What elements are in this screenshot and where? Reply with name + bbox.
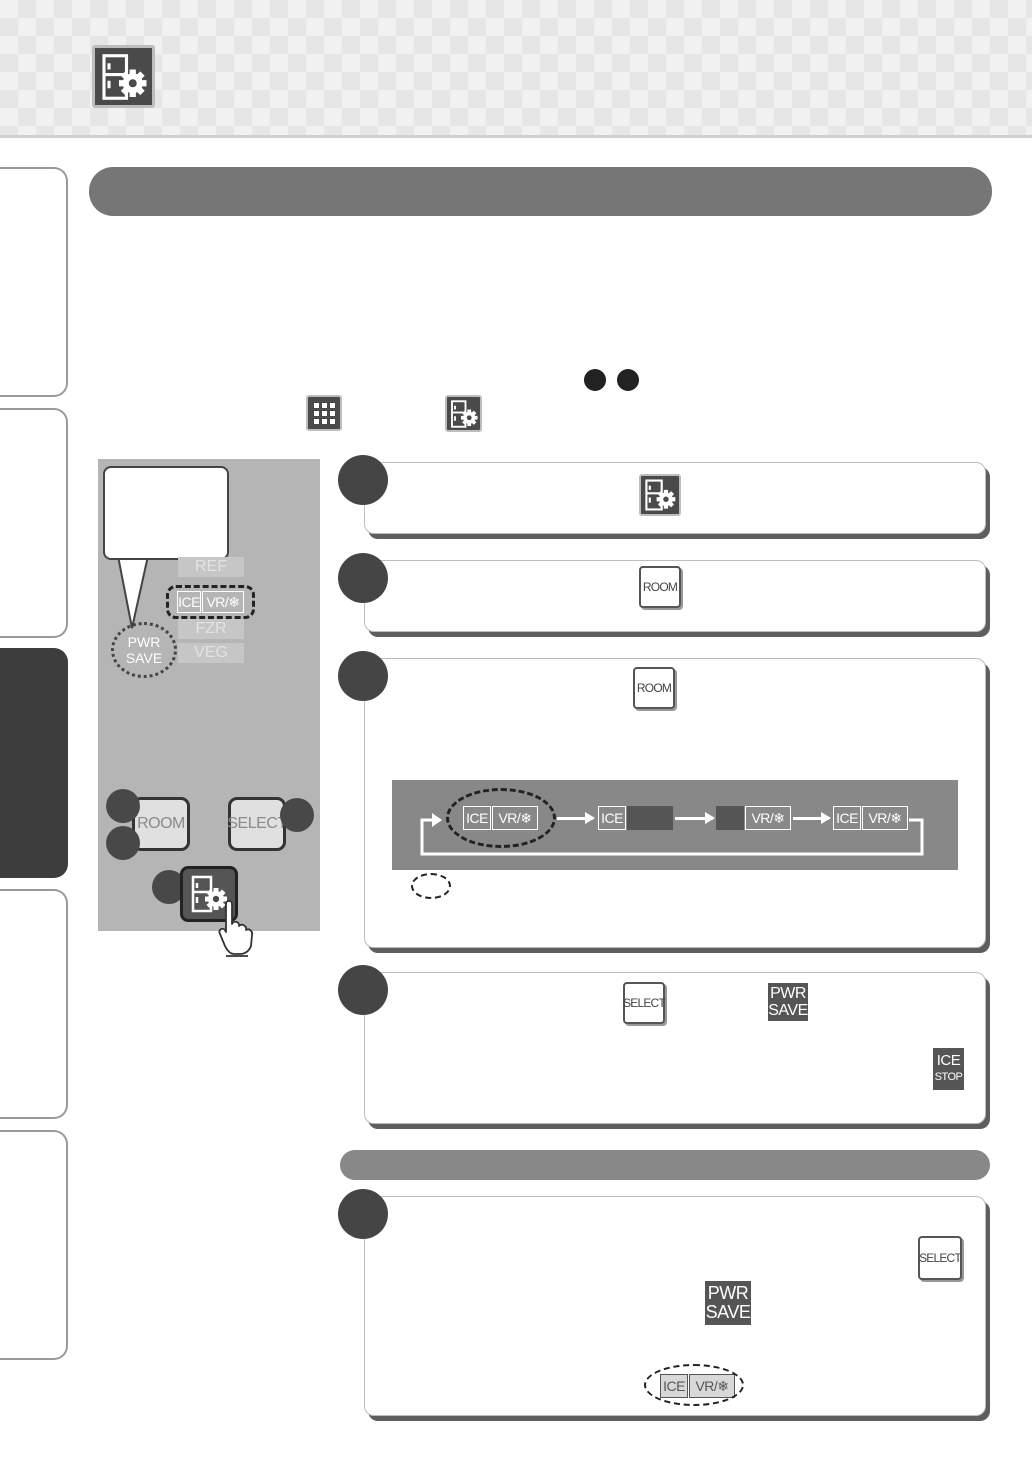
marker-dot-1	[584, 369, 606, 391]
flow-arrow-2	[675, 812, 715, 824]
fridge-settings-icon	[92, 45, 155, 108]
vr-segment: VR/❄	[202, 591, 244, 613]
step-2-number	[338, 553, 388, 603]
select-button[interactable]: SELECT	[227, 797, 287, 851]
section-title-bar	[89, 167, 992, 216]
room-icon-step2: ROOM	[639, 566, 681, 608]
fzr-label: FZR	[178, 619, 244, 639]
flow-1-highlight	[446, 788, 556, 848]
fridge-settings-icon-small	[445, 395, 482, 432]
page-header	[0, 0, 1032, 137]
marker-dot-2	[617, 369, 639, 391]
header-divider	[0, 135, 1032, 138]
ice-vr-highlight	[166, 585, 255, 619]
grid-menu-icon	[306, 395, 342, 431]
callout-dot-2	[106, 789, 140, 823]
ice-stop-icon: ICE STOP	[933, 1048, 964, 1090]
select-icon-step5: SELECT	[918, 1236, 962, 1280]
pwr-save-icon-step4: PWR SAVE	[768, 983, 808, 1021]
ice-segment: ICE	[177, 591, 201, 613]
step-3-number	[338, 651, 388, 701]
step-4-number	[338, 965, 388, 1015]
side-tab-3-active[interactable]	[0, 648, 68, 878]
step5-dashed-highlight	[644, 1364, 744, 1406]
fridge-settings-icon-step1	[639, 474, 681, 516]
flow-2-ice: ICE	[598, 806, 626, 830]
flow-2-off	[627, 806, 673, 830]
ref-label: REF	[178, 557, 244, 577]
side-tab-1[interactable]	[0, 167, 68, 397]
room-button[interactable]: ROOM	[132, 797, 190, 851]
cycle-return-arrow	[420, 813, 924, 856]
select-icon-step4: SELECT	[623, 982, 666, 1024]
flow-3-vr: VR/❄	[745, 806, 791, 830]
speech-bubble	[103, 466, 229, 560]
subsection-bar	[340, 1150, 990, 1180]
flow-4-vr: VR/❄	[862, 806, 908, 830]
step-4-card	[364, 972, 986, 1124]
step-5-number	[338, 1189, 388, 1239]
side-tab-4[interactable]	[0, 889, 68, 1119]
flow-3-off	[716, 806, 744, 830]
flow-arrow-3	[793, 812, 831, 824]
room-icon-step3: ROOM	[633, 667, 675, 709]
flow-4-ice: ICE	[833, 806, 861, 830]
step-1-number	[338, 455, 388, 505]
hand-pointer-icon	[218, 900, 254, 957]
side-tab-5[interactable]	[0, 1130, 68, 1360]
side-tab-2[interactable]	[0, 408, 68, 638]
callout-dot-4	[280, 798, 314, 832]
veg-label: VEG	[178, 643, 244, 663]
settings-button[interactable]	[180, 866, 238, 922]
legend-dashed-ellipse	[411, 873, 451, 899]
flow-arrow-1	[557, 812, 595, 824]
pwr-save-indicator: PWR SAVE	[111, 622, 177, 678]
callout-dot-3	[106, 826, 140, 860]
pwr-save-icon-step5: PWR SAVE	[705, 1281, 751, 1325]
